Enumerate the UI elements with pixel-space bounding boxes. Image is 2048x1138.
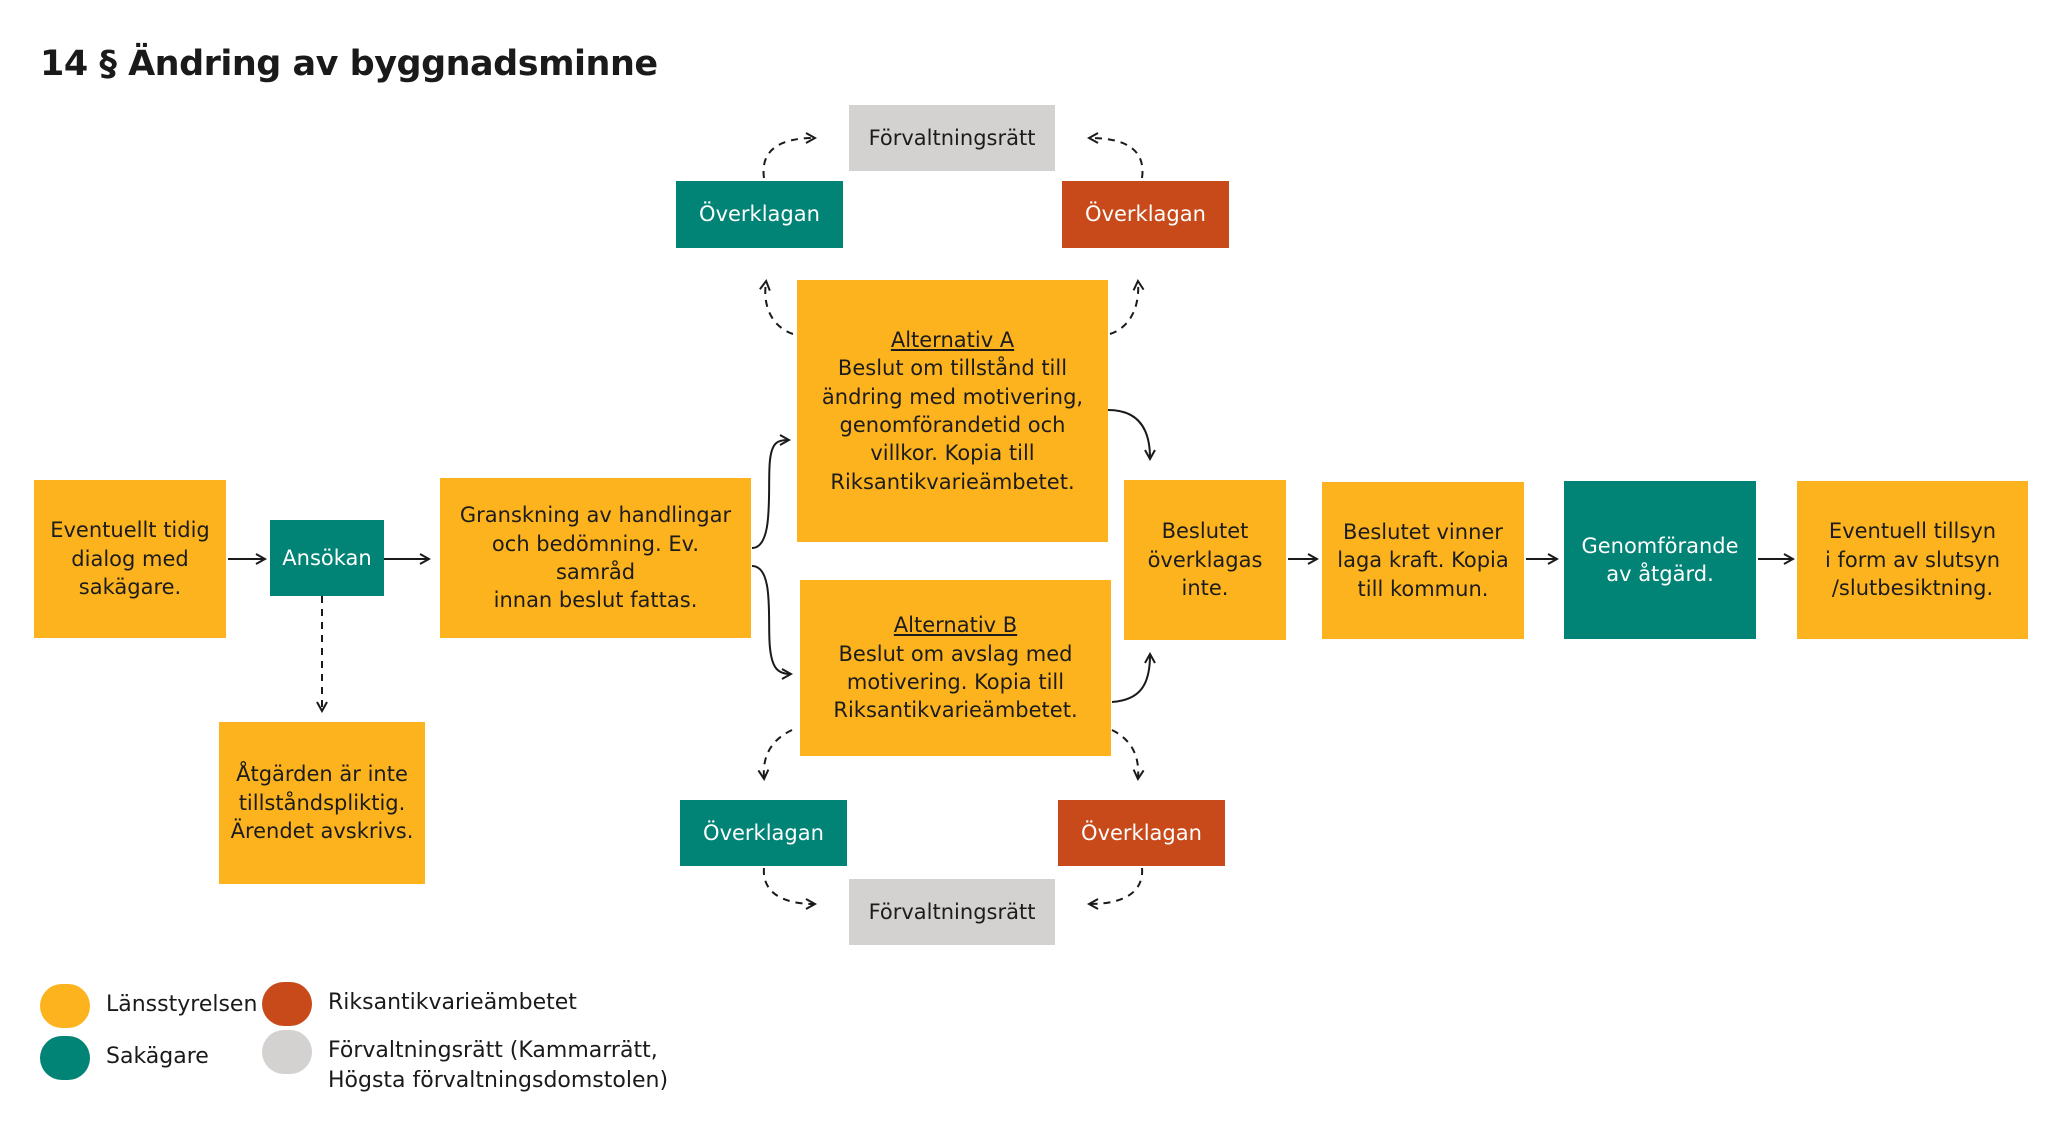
alternativ-a-body: Beslut om tillstånd till ändring med mot…: [821, 356, 1084, 494]
arrow-alt-a-to-overklagan-top-left: [765, 282, 794, 335]
arrow-alt-b-to-overklagan-bottom-right: [1111, 729, 1138, 778]
step-overklagas-inte: Beslutet överklagas inte.: [1124, 480, 1286, 640]
step-alternativ-a: Alternativ A Beslut om tillstånd till än…: [797, 280, 1108, 542]
alternativ-a-heading: Alternativ A: [890, 327, 1015, 352]
appeal-bottom-right: Överklagan: [1058, 800, 1225, 866]
legend-lansstyrelsen: Länsstyrelsen: [40, 984, 257, 1028]
appeal-top-right: Överklagan: [1062, 181, 1229, 248]
alternativ-b-body: Beslut om avslag med motivering. Kopia t…: [833, 641, 1078, 723]
diagram-title: 14 § Ändring av byggnadsminne: [40, 44, 658, 84]
step-early-dialog: Eventuellt tidig dialog med sakägare.: [34, 480, 226, 638]
arrow-overklagan-to-court-top-right: [1090, 138, 1144, 179]
step-avskrivs: Åtgärden är inte tillståndspliktig. Ären…: [219, 722, 425, 884]
court-bottom: Förvaltningsrätt: [849, 879, 1055, 945]
step-ansokan: Ansökan: [270, 520, 384, 596]
arrow-alt-a-to-overklagan-top-right: [1109, 282, 1138, 335]
arrow-alt-b-to-overklagan-bottom-left: [764, 729, 793, 778]
arrow-overklagan-to-court-bottom-left: [762, 867, 814, 904]
arrow-granskning-to-alt-a: [751, 440, 788, 549]
appeal-bottom-left: Överklagan: [680, 800, 847, 866]
step-granskning: Granskning av handlingar och bedömning. …: [440, 478, 751, 638]
arrow-overklagan-to-court-bottom-right: [1090, 867, 1144, 904]
legend-swatch: [40, 1036, 90, 1080]
legend-swatch: [40, 984, 90, 1028]
step-tillsyn: Eventuell tillsyn i form av slutsyn /slu…: [1797, 481, 2028, 639]
arrow-alt-b-to-overklagas-inte: [1111, 655, 1150, 703]
legend-sakagare: Sakägare: [40, 1036, 209, 1080]
step-laga-kraft: Beslutet vinner laga kraft. Kopia till k…: [1322, 482, 1524, 639]
arrow-overklagan-to-court-top-left: [762, 138, 814, 179]
arrow-alt-a-to-overklagas-inte: [1107, 409, 1150, 458]
alternativ-b-heading: Alternativ B: [893, 613, 1018, 638]
legend-forvaltningsratt: Förvaltningsrätt (Kammarrätt, Högsta för…: [262, 1030, 668, 1095]
step-genomforande: Genomförande av åtgärd.: [1564, 481, 1756, 639]
step-alternativ-b: Alternativ B Beslut om avslag med motive…: [800, 580, 1111, 756]
legend-swatch: [262, 982, 312, 1026]
legend-riksantikvarieambetet: Riksantikvarieämbetet: [262, 982, 577, 1026]
legend-swatch: [262, 1030, 312, 1074]
appeal-top-left: Överklagan: [676, 181, 843, 248]
arrow-granskning-to-alt-b: [751, 565, 790, 674]
court-top: Förvaltningsrätt: [849, 105, 1055, 171]
